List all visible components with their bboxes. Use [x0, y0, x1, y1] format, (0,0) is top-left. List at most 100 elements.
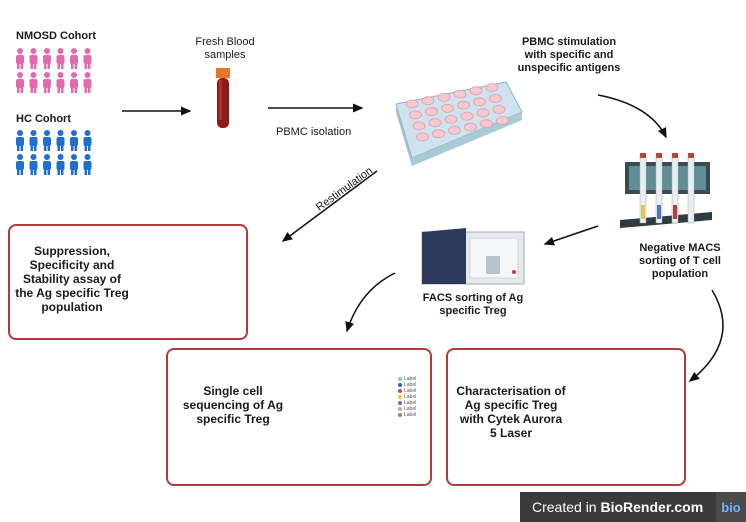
person-icon	[83, 48, 92, 69]
plate-well	[421, 96, 435, 106]
blood-tube-icon	[216, 68, 230, 128]
legend-swatch	[398, 389, 402, 393]
plate-well	[492, 105, 506, 114]
plate-well	[460, 111, 474, 121]
legend-item: Label	[398, 394, 416, 400]
plate-well	[428, 118, 442, 128]
legend-item: Label	[398, 388, 416, 394]
person-icon	[70, 154, 78, 175]
person-icon	[83, 130, 92, 151]
legend-item: Label	[398, 382, 416, 388]
plate-well	[473, 97, 486, 107]
characterisation-box: Characterisation of Ag specific Treg wit…	[446, 348, 686, 486]
plate-well	[409, 110, 422, 120]
legend-item: Label	[398, 376, 416, 382]
person-icon	[56, 130, 65, 151]
characterisation-title: Characterisation of Ag specific Treg wit…	[456, 384, 566, 440]
plate-well	[476, 108, 490, 118]
hc-people-icons	[16, 130, 92, 175]
person-icon	[56, 72, 65, 93]
person-icon	[70, 48, 78, 69]
person-icon	[43, 130, 51, 151]
badge-text: Created in BioRender.com	[532, 499, 703, 515]
legend-label: Label	[404, 382, 417, 388]
legend-label: Label	[404, 394, 417, 400]
plate-well	[469, 86, 483, 96]
legend-swatch	[398, 395, 402, 399]
single-cell-sequencing-title: Single cell sequencing of Ag specific Tr…	[182, 384, 284, 426]
hc-cohort-label: HC Cohort	[16, 113, 71, 125]
arrow-macs-to-facs	[543, 225, 599, 246]
arrow-restimulation	[281, 170, 378, 242]
plate-well	[464, 122, 477, 132]
pbmc-isolation-label: PBMC isolation	[276, 126, 352, 138]
plate-well	[432, 129, 445, 139]
person-icon	[16, 48, 24, 69]
arrow-stimulation-to-macs	[597, 94, 667, 139]
person-icon	[83, 154, 92, 175]
legend-label: Label	[404, 376, 417, 382]
biorender-logo-icon: bio	[716, 492, 746, 522]
plate-well	[412, 121, 426, 131]
legend-label: Label	[404, 412, 417, 418]
person-icon	[70, 130, 78, 151]
person-icon	[29, 130, 38, 151]
plate-well	[448, 125, 461, 135]
suppression-assay-title: Suppression, Specificity and Stability a…	[15, 244, 129, 314]
negative-macs-label: Negative MACS sorting of T cell populati…	[639, 242, 721, 280]
legend-swatch	[398, 401, 402, 405]
legend-swatch	[398, 377, 402, 381]
facs-sorting-label: FACS sorting of Ag specific Treg	[422, 292, 524, 317]
person-icon	[16, 130, 24, 151]
plate-well	[437, 93, 451, 102]
person-icon	[43, 48, 51, 69]
person-icon	[43, 154, 51, 175]
legend-swatch	[398, 407, 402, 411]
plate-well	[485, 83, 499, 92]
plate-well	[457, 100, 470, 110]
person-icon	[29, 72, 38, 93]
macs-rack-icon	[620, 153, 712, 228]
plate-well	[496, 116, 509, 125]
badge-prefix: Created in	[532, 499, 601, 515]
legend-label: Label	[404, 406, 417, 412]
plate-well	[405, 99, 419, 109]
plate-well	[489, 94, 502, 103]
mhc-label: MHCII	[144, 237, 160, 243]
person-icon	[43, 72, 51, 93]
nmosd-people-icons	[16, 48, 92, 93]
plate-well	[425, 107, 438, 117]
legend-swatch	[398, 413, 402, 417]
legend-item: Label	[398, 412, 416, 418]
plate-well	[480, 119, 493, 129]
legend-label: Label	[404, 400, 417, 406]
suppression-assay-box: Suppression, Specificity and Stability a…	[8, 224, 248, 340]
person-icon	[29, 48, 38, 69]
plate-well	[444, 115, 458, 124]
fresh-blood-label: Fresh Blood samples	[195, 36, 255, 61]
person-icon	[56, 48, 65, 69]
nmosd-cohort-label: NMOSD Cohort	[16, 30, 97, 42]
arrow-macs-to-characterisation	[688, 289, 724, 382]
person-icon	[29, 154, 38, 175]
legend-item: Label	[398, 406, 416, 412]
badge-brand: BioRender.com	[600, 499, 704, 515]
plate-well	[416, 132, 429, 142]
plate-well	[453, 89, 467, 99]
person-icon	[56, 154, 65, 175]
person-icon	[16, 72, 24, 93]
biorender-badge[interactable]: Created in BioRender.com bio	[520, 492, 746, 522]
single-cell-sequencing-box: Single cell sequencing of Ag specific Tr…	[166, 348, 432, 486]
pbmc-stimulation-label: PBMC stimulation with specific and unspe…	[517, 36, 621, 74]
plate-well	[441, 104, 454, 113]
legend-label: Label	[404, 388, 417, 394]
well-plate-icon	[395, 81, 523, 166]
person-icon	[16, 154, 24, 175]
legend-swatch	[398, 383, 402, 387]
legend-item: Label	[398, 400, 416, 406]
arrow-facs-to-sequencing	[345, 272, 396, 333]
person-icon	[83, 72, 92, 93]
facs-sorter-icon	[421, 228, 525, 285]
person-icon	[70, 72, 78, 93]
